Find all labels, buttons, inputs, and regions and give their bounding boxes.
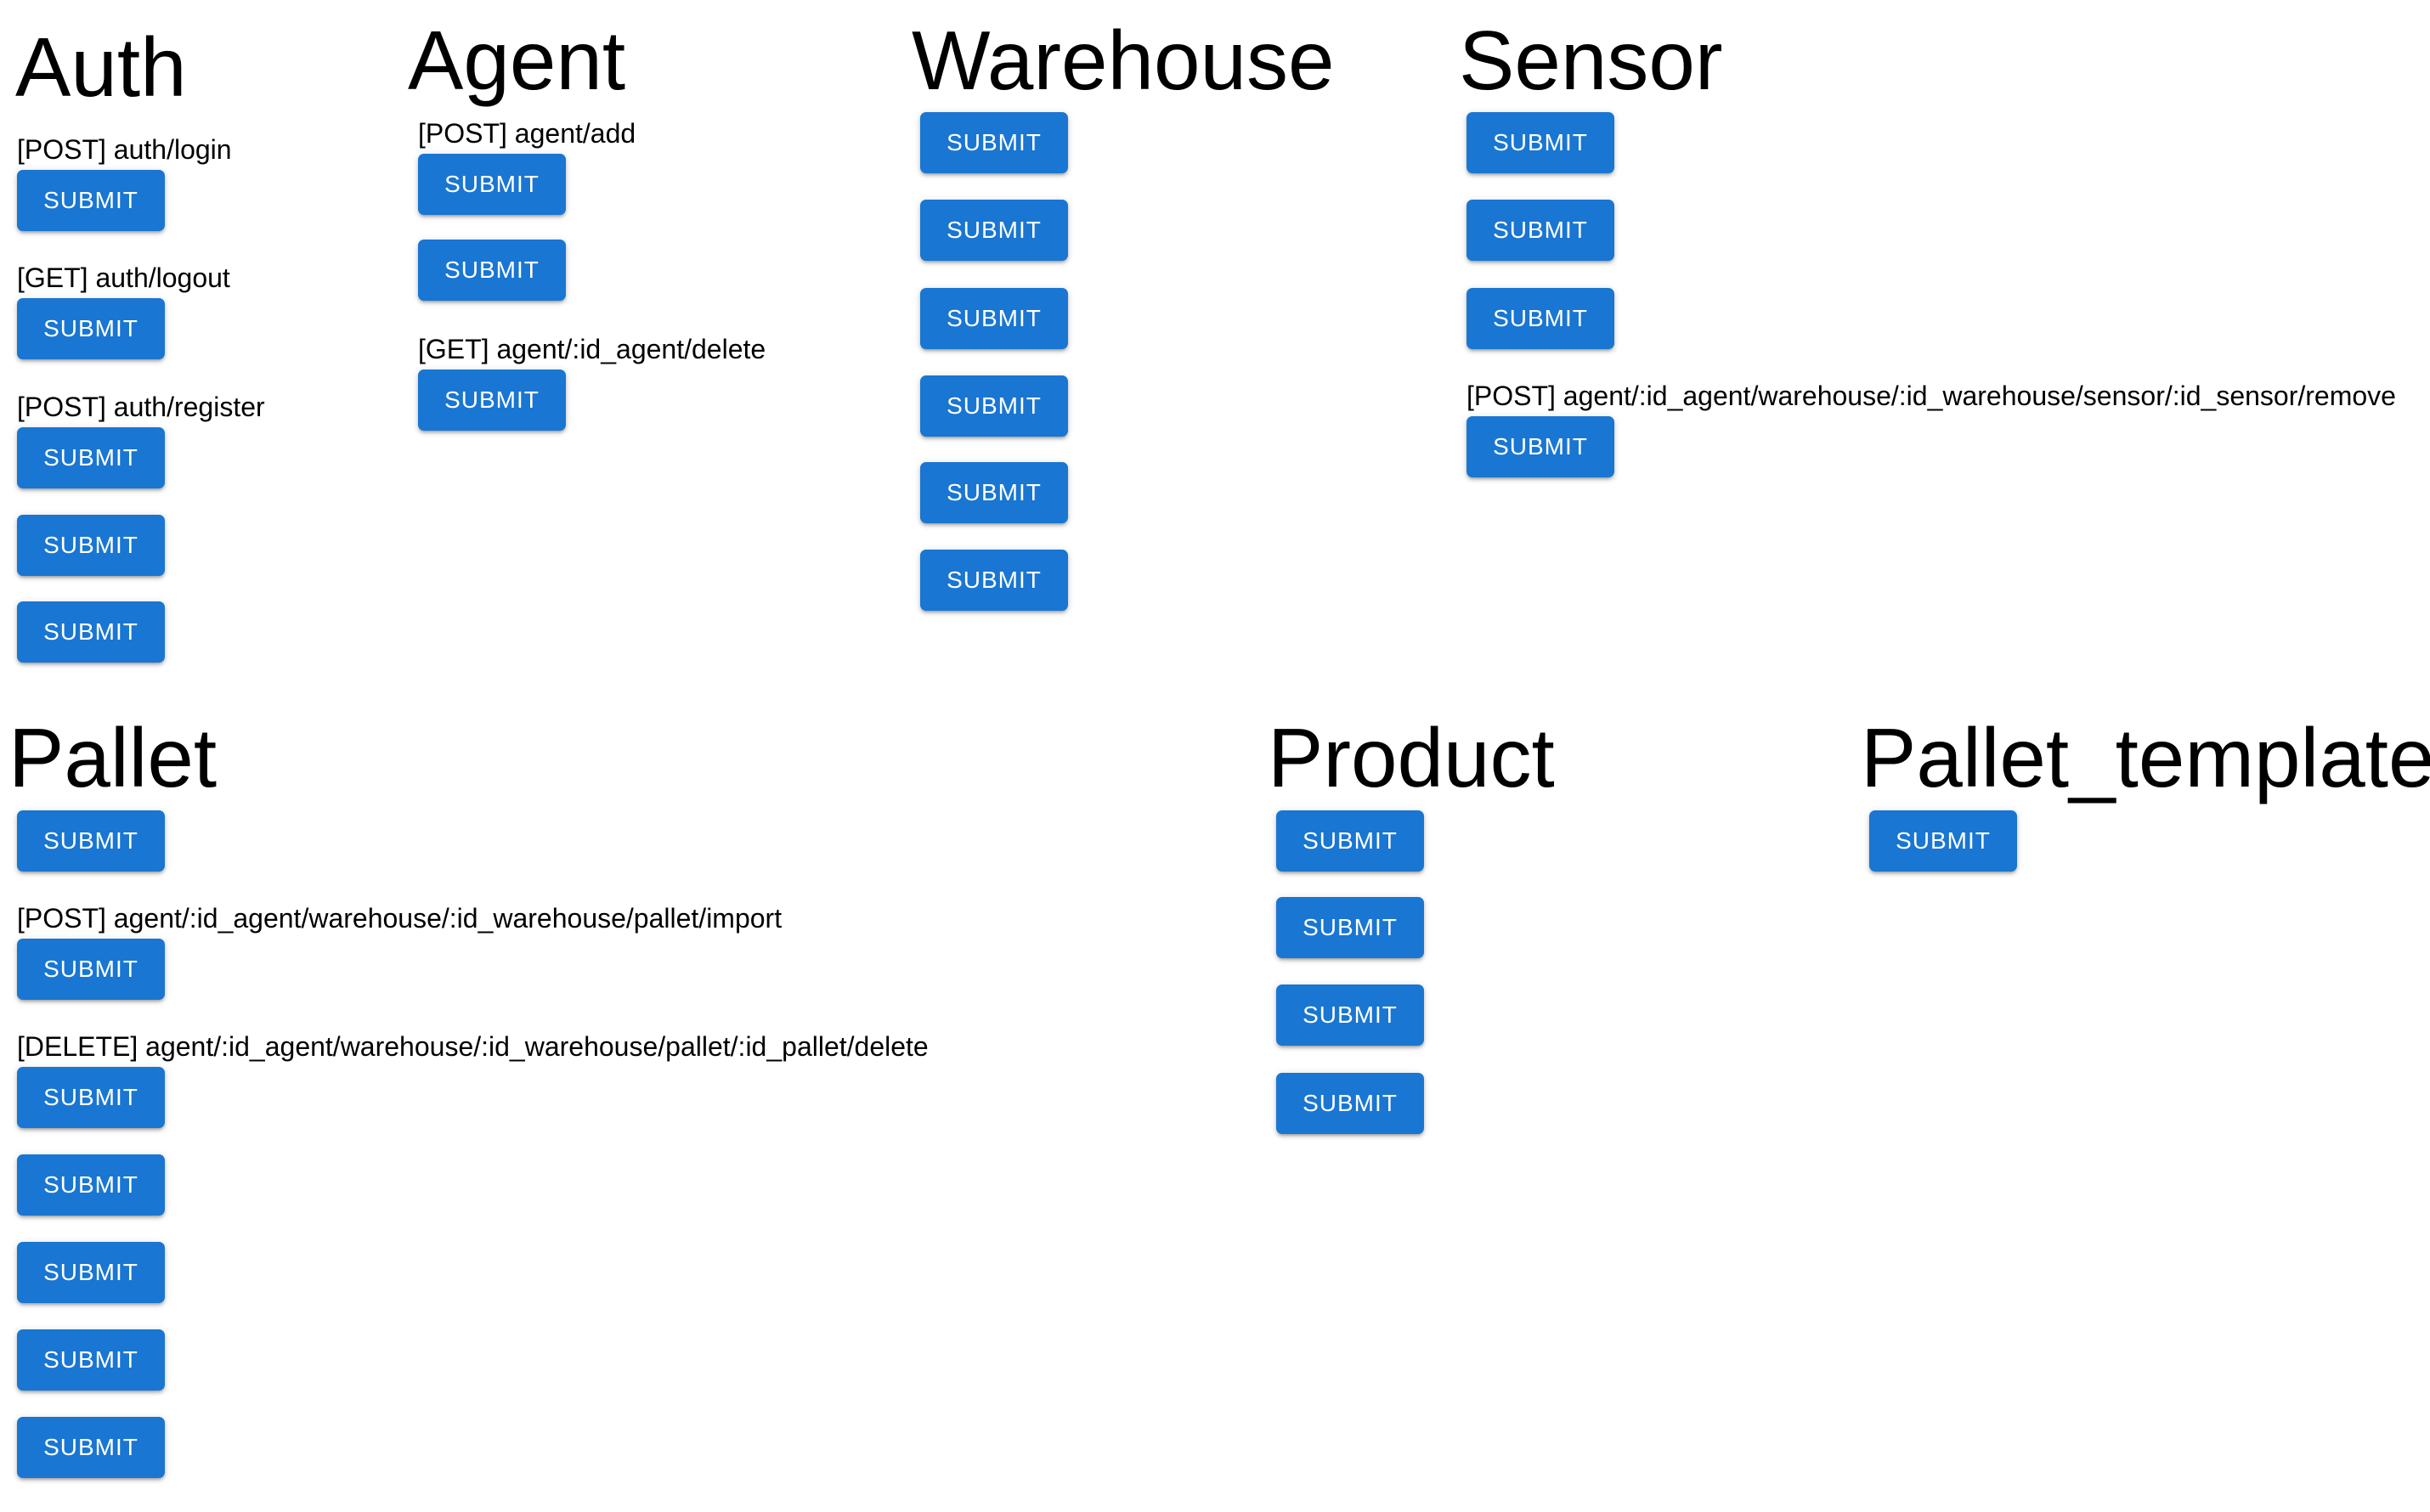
submit-button-product-3[interactable]: SUBMIT: [1276, 984, 1424, 1046]
endpoint-label-auth-logout: [GET] auth/logout: [17, 262, 230, 293]
endpoint-label-agent-add: [POST] agent/add: [418, 118, 636, 149]
submit-button-auth-5[interactable]: SUBMIT: [17, 601, 165, 663]
submit-button-sensor-3[interactable]: SUBMIT: [1466, 288, 1614, 349]
submit-button-auth-4[interactable]: SUBMIT: [17, 515, 165, 576]
endpoint-label-pallet-delete: [DELETE] agent/:id_agent/warehouse/:id_w…: [17, 1031, 929, 1062]
submit-button-sensor-remove[interactable]: SUBMIT: [1466, 416, 1614, 477]
submit-button-warehouse-4[interactable]: SUBMIT: [920, 375, 1068, 437]
submit-button-pallet-7[interactable]: SUBMIT: [17, 1417, 165, 1478]
endpoint-label-agent-delete: [GET] agent/:id_agent/delete: [418, 334, 766, 364]
endpoint-label-sensor-remove: [POST] agent/:id_agent/warehouse/:id_war…: [1466, 381, 2396, 411]
submit-button-pallet-import[interactable]: SUBMIT: [17, 939, 165, 1000]
submit-button-pallet-1[interactable]: SUBMIT: [17, 810, 165, 872]
submit-button-sensor-1[interactable]: SUBMIT: [1466, 112, 1614, 173]
submit-button-agent-delete[interactable]: SUBMIT: [418, 370, 566, 431]
submit-button-pallet-5[interactable]: SUBMIT: [17, 1242, 165, 1303]
endpoint-label-auth-login: [POST] auth/login: [17, 134, 232, 165]
section-title-product: Product: [1268, 711, 1555, 804]
section-title-warehouse: Warehouse: [912, 14, 1335, 107]
endpoint-label-auth-register: [POST] auth/register: [17, 392, 265, 422]
submit-button-agent-add[interactable]: SUBMIT: [418, 154, 566, 215]
submit-button-agent-2[interactable]: SUBMIT: [418, 240, 566, 301]
section-title-pallet: Pallet: [8, 711, 218, 804]
submit-button-product-1[interactable]: SUBMIT: [1276, 810, 1424, 872]
submit-button-warehouse-3[interactable]: SUBMIT: [920, 288, 1068, 349]
submit-button-product-2[interactable]: SUBMIT: [1276, 897, 1424, 958]
submit-button-pallet-6[interactable]: SUBMIT: [17, 1329, 165, 1391]
submit-button-pallet-template-1[interactable]: SUBMIT: [1869, 810, 2017, 872]
submit-button-sensor-2[interactable]: SUBMIT: [1466, 200, 1614, 261]
submit-button-auth-logout[interactable]: SUBMIT: [17, 298, 165, 359]
section-title-sensor: Sensor: [1459, 14, 1723, 107]
submit-button-auth-register[interactable]: SUBMIT: [17, 427, 165, 488]
submit-button-pallet-4[interactable]: SUBMIT: [17, 1154, 165, 1216]
endpoint-label-pallet-import: [POST] agent/:id_agent/warehouse/:id_war…: [17, 903, 783, 934]
submit-button-auth-login[interactable]: SUBMIT: [17, 170, 165, 231]
submit-button-warehouse-5[interactable]: SUBMIT: [920, 462, 1068, 523]
submit-button-product-4[interactable]: SUBMIT: [1276, 1073, 1424, 1134]
submit-button-warehouse-2[interactable]: SUBMIT: [920, 200, 1068, 261]
section-title-pallet-template: Pallet_template: [1861, 711, 2430, 804]
submit-button-warehouse-1[interactable]: SUBMIT: [920, 112, 1068, 173]
submit-button-pallet-delete[interactable]: SUBMIT: [17, 1067, 165, 1128]
submit-button-warehouse-6[interactable]: SUBMIT: [920, 550, 1068, 611]
section-title-agent: Agent: [408, 14, 626, 107]
section-title-auth: Auth: [15, 20, 187, 114]
